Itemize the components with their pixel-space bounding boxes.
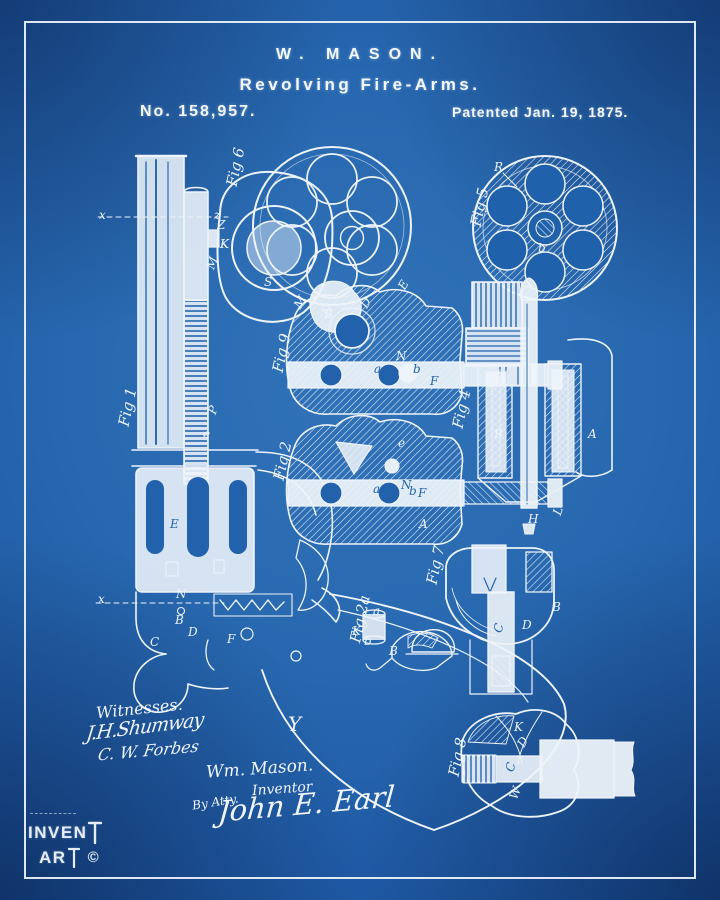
t-square-icon — [87, 820, 103, 846]
part-letter: Z — [217, 219, 225, 231]
part-letter: b — [364, 635, 372, 647]
part-letter: R — [494, 161, 503, 173]
part-letter: N — [176, 588, 187, 600]
fig5-drawing — [473, 156, 617, 300]
invent-art-watermark: INVEN AR © — [28, 820, 103, 870]
part-letter: F — [430, 375, 438, 387]
part-letter: K — [514, 721, 523, 733]
part-letter: E — [170, 518, 179, 530]
part-letter: e — [203, 428, 210, 440]
part-letter: N — [396, 350, 407, 362]
part-letter: F — [227, 633, 235, 645]
part-letter: a — [373, 605, 380, 617]
part-letter: A — [419, 518, 428, 530]
part-letter: K — [352, 625, 361, 637]
part-letter: b — [538, 242, 546, 254]
part-letter: A — [588, 428, 597, 440]
part-letter: B — [389, 645, 398, 657]
part-letter: a — [374, 363, 381, 375]
part-letter: B — [324, 308, 333, 320]
part-letter: Y — [288, 714, 301, 734]
part-letter: D — [522, 619, 532, 631]
part-letter: b — [413, 363, 421, 375]
part-letter: B — [552, 601, 561, 613]
part-letter: B — [175, 614, 184, 626]
watermark-line1: INVEN — [28, 823, 87, 843]
part-letter: F — [418, 487, 426, 499]
part-letter: S — [264, 276, 272, 288]
watermark-line2: AR — [39, 848, 67, 868]
fig2a-drawing — [363, 610, 452, 670]
fig8-drawing — [461, 710, 635, 817]
part-letter: B — [494, 428, 503, 440]
part-letter: x — [98, 593, 105, 605]
copyright-symbol: © — [88, 849, 99, 866]
part-letter: H — [528, 513, 538, 525]
part-letter: K — [220, 238, 229, 250]
t-square-icon — [67, 847, 81, 869]
part-letter: C — [150, 636, 159, 648]
part-letter: x — [99, 209, 106, 221]
part-letter: e — [398, 437, 405, 449]
part-letter: a — [373, 483, 380, 495]
part-letter: D — [188, 626, 198, 638]
part-letter: b — [409, 485, 417, 497]
